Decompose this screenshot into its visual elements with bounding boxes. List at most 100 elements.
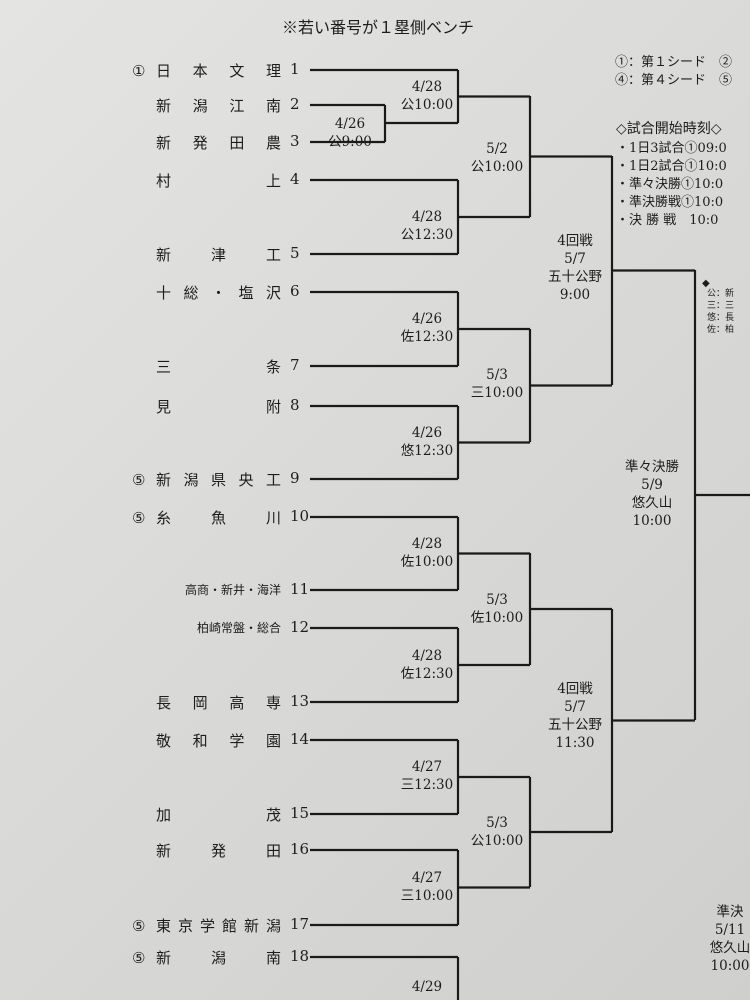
team-number: 13 [290,692,310,710]
match-date: 4/29 [411,979,443,995]
match-date: 4/26 [411,311,443,327]
match-time: 三12:30 [400,777,454,793]
team-number: 2 [290,95,300,113]
match-time: 10:00 [632,513,672,529]
match-venue: 五十公野 [548,269,602,285]
venue-4: 佐：柏 [707,325,735,335]
team-number: 15 [290,804,310,822]
match-date: 5/3 [486,592,508,608]
match-round: 準決 [716,904,744,920]
match-time: 公10:00 [400,97,454,113]
start-time-4: ・準決勝戦①10:0 [616,195,724,210]
match-date: 5/7 [564,699,586,715]
match-date: 4/27 [411,870,443,886]
team-name: 新潟県央工 [156,471,281,489]
match-time: 公9:00 [328,134,372,150]
start-time-2: ・1日2試合①10:0 [616,159,727,174]
match-venue: 悠久山 [709,940,750,956]
team-row: 村 上 [132,170,287,191]
team-number: 9 [290,469,300,487]
team-row: 加 茂 [132,804,287,825]
match-venue: 悠久山 [631,495,673,511]
match-time: 公10:00 [470,159,524,175]
match-time: 公12:30 [400,227,454,243]
team-number: 16 [290,840,310,858]
match-round: 準々決勝 [625,459,679,475]
team-number: 12 [290,618,310,636]
team-number: 1 [290,60,300,78]
match-time: 11:30 [555,735,595,751]
match-time: 佐10:00 [470,610,524,626]
match-label: 5/3 佐10:00 [457,591,537,627]
team-number: 8 [290,396,300,414]
team-number: 4 [290,170,300,188]
match-date: 4/28 [411,79,443,95]
start-time-5: ・決 勝 戦 10:0 [616,213,719,228]
bracket-path [310,68,750,1000]
team-row: 新発田 [132,840,287,861]
match-round: 4回戦 [557,681,593,697]
match-date: 5/9 [641,477,663,493]
seed-mark: ⑤ [132,949,146,967]
team-row: 新潟江南 [132,95,287,116]
match-time: 佐12:30 [400,666,454,682]
team-name: 日本文理 [156,62,281,80]
team-name: 新発田農 [156,134,281,152]
team-number: 11 [290,580,310,598]
team-name: 敬和学園 [156,732,281,750]
venue-marker: ◆ [702,278,710,289]
team-row: 敬和学園 [132,730,287,751]
team-number: 6 [290,282,300,300]
match-time: 9:00 [559,287,591,303]
team-row: ⑤ 新潟県央工 [132,469,287,490]
team-name: 加 茂 [156,806,281,824]
team-row: 柏崎常盤・総合 [132,618,287,636]
seed-mark: ⑤ [132,509,146,527]
match-label: 4/29 [387,978,467,996]
match-round: 4回戦 [557,233,593,249]
match-date: 4/27 [411,759,443,775]
team-row: 長岡高専 [132,692,287,713]
header-note: ※若い番号が１塁側ベンチ [282,18,475,37]
team-row: ⑤ 新潟南 [132,947,287,968]
match-date: 4/28 [411,209,443,225]
team-name: 高商・新井・海洋 [184,583,281,597]
match-time: 10:00 [710,958,750,974]
team-row: 新津工 [132,244,287,265]
team-name: 新発田 [156,842,281,860]
team-row: 十総・塩沢 [132,282,287,303]
team-row: 三 条 [132,356,287,377]
match-time: 佐10:00 [400,554,454,570]
team-name: 新潟南 [156,949,281,967]
team-number: 7 [290,356,300,374]
match-label: 5/2 公10:00 [457,140,537,176]
match-label: 4/26 佐12:30 [387,310,467,346]
team-name: 新潟江南 [156,97,281,115]
team-name: 村 上 [156,172,281,190]
team-row: ⑤ 糸魚川 [132,507,287,528]
team-name: 新津工 [156,246,281,264]
team-row: 見 附 [132,396,287,417]
match-time: 佐12:30 [400,329,454,345]
team-number: 3 [290,132,300,150]
match-date: 5/3 [486,815,508,831]
team-name: 見 附 [156,398,281,416]
start-time-1: ・1日3試合①09:0 [616,141,727,156]
match-date: 5/2 [486,141,508,157]
match-label: 4/27 三12:30 [387,758,467,794]
match-time: 悠12:30 [400,443,454,459]
match-label: 準々決勝 5/9 悠久山 10:00 [612,458,692,530]
team-number: 5 [290,244,300,262]
seed-mark: ⑤ [132,471,146,489]
team-number: 18 [290,947,310,965]
team-name: 長岡高専 [156,694,281,712]
team-name: 糸魚川 [156,509,281,527]
